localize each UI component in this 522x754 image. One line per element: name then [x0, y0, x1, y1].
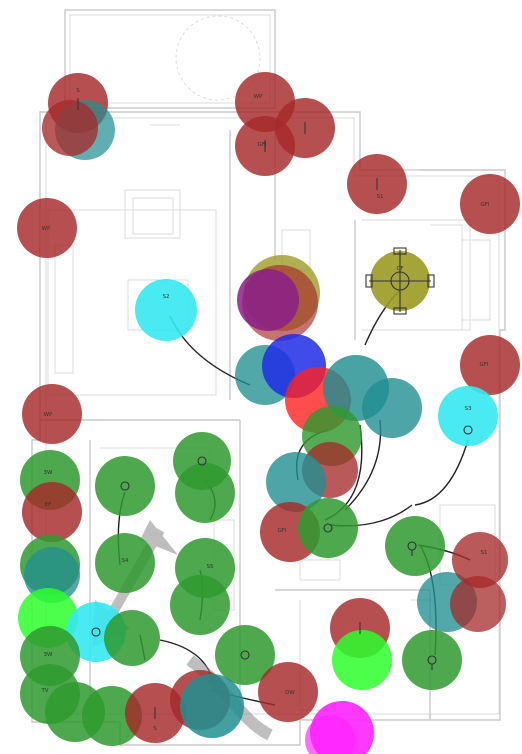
marker-red	[258, 662, 318, 722]
marker-green	[104, 610, 160, 666]
fixture-symbols	[77, 98, 473, 719]
marker-green	[82, 686, 142, 746]
fixture-label: WP	[254, 94, 263, 100]
marker-red	[17, 198, 77, 258]
fixture-label: CF	[396, 266, 403, 272]
marker-green	[402, 630, 462, 690]
marker-green	[215, 625, 275, 685]
marker-green	[298, 498, 358, 558]
marker-red	[22, 384, 82, 444]
fixture-label: S2	[163, 294, 170, 300]
marker-purple	[237, 269, 299, 331]
marker-green	[170, 575, 230, 635]
marker-green	[385, 516, 445, 576]
marker-teal	[180, 674, 244, 738]
marker-red	[22, 482, 82, 542]
marker-red	[460, 174, 520, 234]
fixture-label: GFI	[479, 362, 488, 368]
fixture-labels: S WP GFI S1 GFI WP S2 CF GFI WP S3 3W EF…	[40, 88, 489, 732]
fixture-label: S	[153, 726, 157, 732]
marker-magenta	[305, 715, 355, 754]
fixture-label: WP	[44, 412, 53, 418]
fixture-label: GFI	[277, 528, 286, 534]
marker-teal	[24, 547, 80, 603]
fixture-label: GFI	[480, 202, 489, 208]
fixture-label: S5	[207, 564, 214, 570]
marker-teal	[266, 452, 326, 512]
fixture-label: EF	[45, 502, 52, 508]
marker-red	[452, 532, 508, 588]
light-fixture-icon	[91, 425, 473, 670]
fixture-label: GFI	[257, 142, 266, 148]
marker-cyan	[438, 386, 498, 446]
fixture-label: S1	[481, 550, 488, 556]
marker-cyan	[135, 279, 197, 341]
fixture-label: S3	[465, 406, 472, 412]
fixture-label: TV	[40, 688, 48, 694]
marker-green	[175, 463, 235, 523]
marker-red	[460, 335, 520, 395]
fixture-label: 3W	[44, 652, 53, 658]
marker-teal	[362, 378, 422, 438]
fixture-label: WP	[42, 226, 51, 232]
marker-red	[42, 100, 98, 156]
fixture-label: S4	[122, 558, 129, 564]
marker-green	[95, 456, 155, 516]
outlet-icon	[77, 98, 378, 719]
fixture-label: 3W	[44, 470, 53, 476]
marker-green	[95, 533, 155, 593]
marker-red	[450, 576, 506, 632]
fixture-label: S	[76, 88, 80, 94]
fixture-label: DW	[285, 690, 295, 696]
ceiling-fan-icon	[365, 247, 435, 315]
marker-lime	[332, 630, 392, 690]
equipment-markers	[17, 72, 520, 754]
fixture-label: S1	[377, 194, 384, 200]
